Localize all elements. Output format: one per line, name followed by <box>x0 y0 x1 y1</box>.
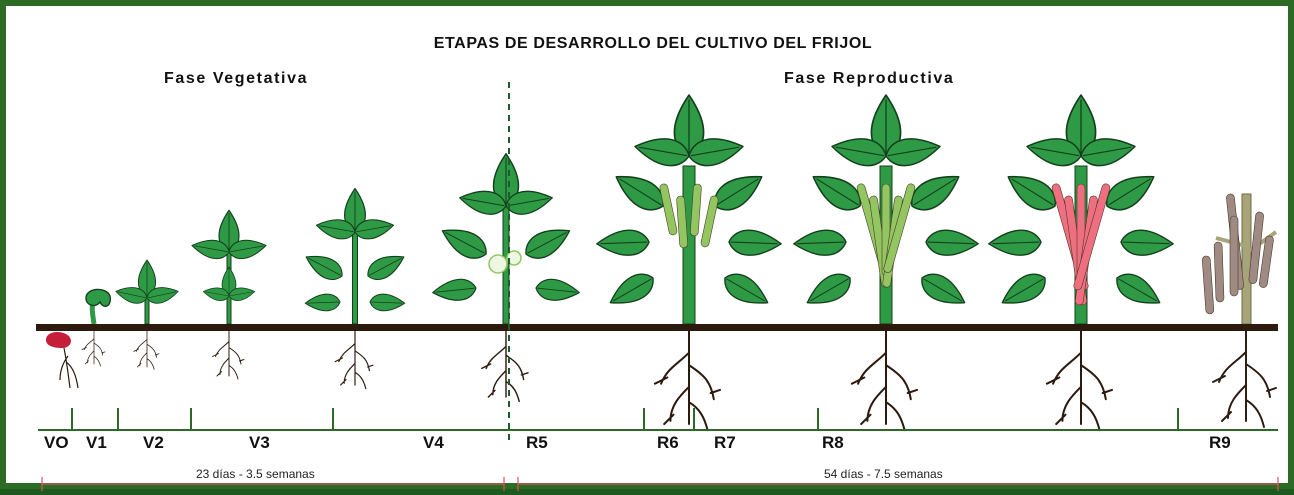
stage-label-v2: V2 <box>143 433 164 452</box>
phase-label-vegetative: Fase Vegetativa <box>164 70 309 87</box>
plant-r9 <box>1201 193 1278 428</box>
soil-line <box>36 324 1278 331</box>
duration-label-vegetative: 23 días - 3.5 semanas <box>196 467 315 481</box>
leaf <box>801 268 855 313</box>
leaf <box>363 248 408 284</box>
stage-label-v4: V4 <box>423 433 444 452</box>
flower <box>488 254 508 274</box>
pod <box>700 195 719 248</box>
plant-roots <box>1045 329 1114 432</box>
stage-label-r5: R5 <box>526 433 548 452</box>
plant-r8b <box>988 95 1174 432</box>
leaf <box>996 268 1050 313</box>
phase-label-reproductive: Fase Reproductiva <box>784 70 955 87</box>
stage-label-vo: VO <box>44 433 69 452</box>
stage-label-r7: R7 <box>714 433 736 452</box>
flower <box>506 250 522 266</box>
leaf <box>596 230 649 257</box>
diagram-title: ETAPAS DE DESARROLLO DEL CULTIVO DEL FRI… <box>433 35 873 52</box>
leaf <box>916 268 970 313</box>
plant-growth-illustration <box>36 82 1279 491</box>
stage-timeline <box>38 408 1278 431</box>
pod <box>1248 211 1264 284</box>
plant-r8 <box>793 95 979 432</box>
leaf <box>988 230 1041 257</box>
plant-roots <box>81 330 106 367</box>
stage-label-v1: V1 <box>86 433 107 452</box>
plant-roots <box>334 330 374 390</box>
pod <box>676 195 688 249</box>
leaf <box>520 220 575 264</box>
plant-roots <box>1212 330 1277 428</box>
plant-roots <box>850 329 919 432</box>
leaf <box>708 166 769 218</box>
pod <box>1201 255 1215 315</box>
leaf <box>1121 230 1174 257</box>
plant-roots <box>653 329 722 432</box>
leaf <box>305 294 340 312</box>
leaf <box>719 268 773 313</box>
leaf <box>437 220 492 264</box>
pod <box>1229 215 1239 297</box>
plant-v3b <box>302 189 409 390</box>
plant-v4 <box>432 154 581 403</box>
plants-layer <box>46 95 1278 432</box>
leaf <box>1111 268 1165 313</box>
leaf <box>432 278 477 303</box>
pod <box>690 183 702 237</box>
duration-label-reproductive: 54 días - 7.5 semanas <box>824 467 943 481</box>
plant-v1 <box>81 288 112 367</box>
leaf <box>793 230 846 257</box>
leaf <box>535 278 580 303</box>
pod <box>883 183 916 273</box>
plant-r5 <box>596 95 782 432</box>
pod <box>1213 241 1225 303</box>
leaf <box>604 268 658 313</box>
leaf <box>926 230 979 257</box>
plant-vo <box>46 332 79 389</box>
pod <box>1073 183 1111 291</box>
plant-roots <box>212 330 245 380</box>
leaf <box>302 248 347 284</box>
stage-label-r8: R8 <box>822 433 844 452</box>
stage-label-r6: R6 <box>657 433 679 452</box>
plant-v2 <box>114 260 180 370</box>
plant-roots <box>133 330 160 370</box>
stage-label-r9: R9 <box>1209 433 1231 452</box>
plant-roots <box>481 330 529 403</box>
stage-label-v3: V3 <box>249 433 270 452</box>
seed <box>46 332 71 348</box>
pod <box>1259 235 1274 288</box>
leaf <box>729 230 782 257</box>
plant-v3 <box>190 210 267 380</box>
pod <box>659 183 678 236</box>
leaf <box>370 294 405 312</box>
